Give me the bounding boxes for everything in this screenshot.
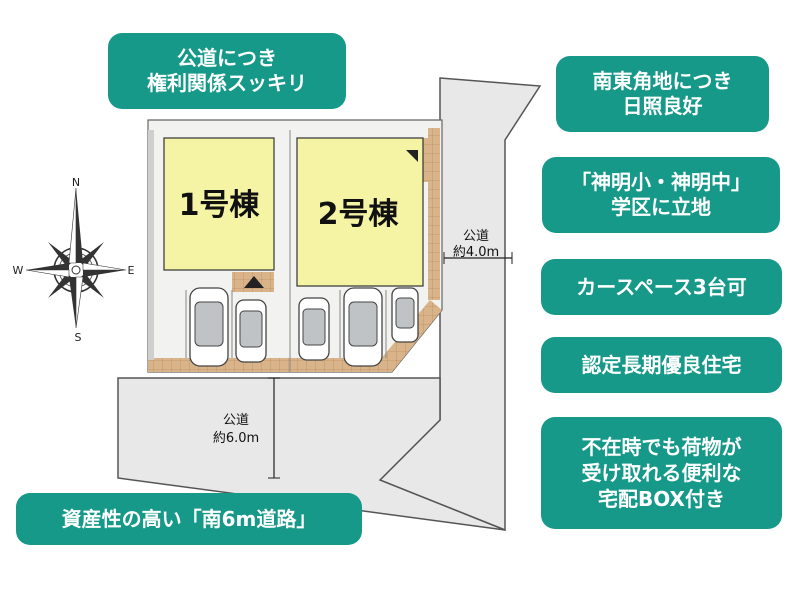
car	[189, 287, 229, 367]
house-2-label: 2号棟	[318, 197, 400, 232]
badge-line: 不在時でも荷物が	[581, 435, 742, 459]
car	[235, 299, 267, 363]
parking-badge: カースペース3台可	[541, 259, 782, 315]
badge-line: 学区に立地	[611, 195, 711, 219]
east-road-width: 約4.0m	[453, 245, 499, 260]
compass-west: W	[13, 264, 24, 277]
southeast-corner-badge: 南東角地につき 日照良好	[556, 56, 769, 132]
entrance-marker-1	[244, 276, 264, 288]
delivery-box-badge: 不在時でも荷物が 受け取れる便利な 宅配BOX付き	[541, 417, 782, 529]
compass-rose	[25, 187, 127, 329]
car	[343, 287, 383, 367]
house-1-label: 1号棟	[179, 188, 261, 223]
south-road-type: 公道	[223, 413, 249, 428]
compass-north: N	[72, 176, 80, 189]
car	[298, 297, 330, 361]
certified-housing-badge: 認定長期優良住宅	[541, 337, 782, 393]
south-road-badge: 資産性の高い「南6m道路」	[16, 493, 362, 545]
south-road-width: 約6.0m	[213, 431, 259, 446]
south-road	[117, 377, 506, 531]
east-road-type: 公道	[463, 229, 489, 244]
badge-line: 南東角地につき	[592, 69, 733, 93]
school-district-badge: 「神明小・神明中」 学区に立地	[542, 157, 780, 233]
badge-line: カースペース3台可	[576, 274, 747, 299]
badge-line: 公道につき	[177, 46, 277, 70]
compass-east: E	[128, 264, 135, 277]
badge-line: 資産性の高い「南6m道路」	[61, 506, 317, 531]
house-1-footprint	[163, 137, 275, 271]
tile-border-right	[428, 128, 440, 300]
hedge-left	[148, 130, 154, 360]
house-2-footprint	[296, 137, 424, 287]
entrance-marker-2	[406, 150, 418, 162]
badge-line: 受け取れる便利な	[581, 461, 742, 485]
compass-south: S	[75, 331, 82, 344]
badge-line: 「神明小・神明中」	[571, 170, 751, 194]
car	[391, 287, 419, 343]
badge-line: 権利関係スッキリ	[147, 71, 307, 95]
public-road-badge: 公道につき 権利関係スッキリ	[108, 33, 346, 109]
badge-line: 日照良好	[622, 94, 703, 118]
badge-line: 認定長期優良住宅	[581, 352, 742, 377]
badge-line: 宅配BOX付き	[598, 487, 725, 511]
